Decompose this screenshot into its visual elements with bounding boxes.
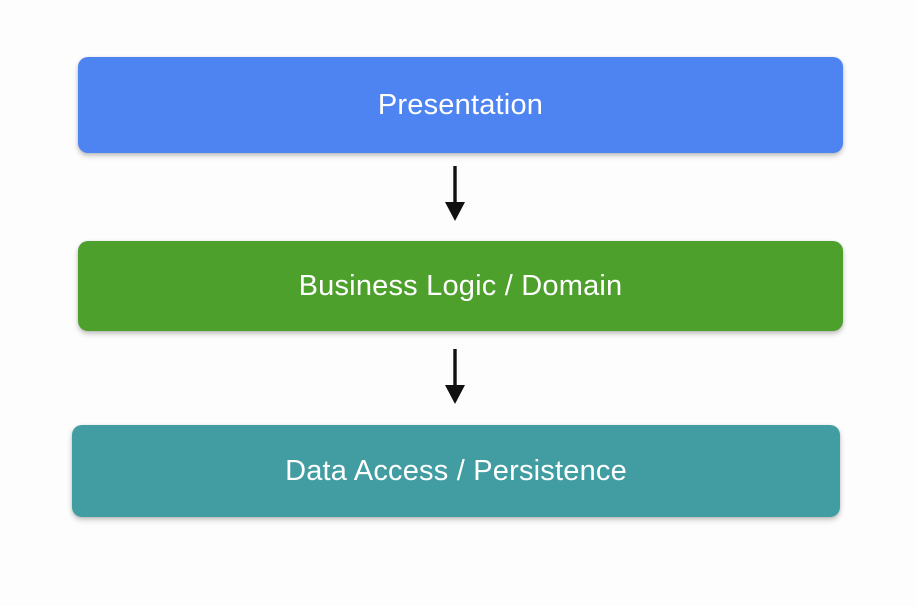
layer-label-presentation: Presentation: [377, 88, 544, 121]
layer-box-presentation[interactable]: Presentation: [78, 57, 843, 153]
layer-box-business-logic[interactable]: Business Logic / Domain: [78, 241, 843, 331]
arrow-presentation-to-business: [425, 163, 485, 225]
arrow-down-icon: [445, 166, 465, 221]
arrow-down-icon: [445, 349, 465, 404]
layer-box-data-access[interactable]: Data Access / Persistence: [72, 425, 840, 517]
layer-label-business-logic: Business Logic / Domain: [298, 269, 623, 302]
arrow-business-to-data: [425, 346, 485, 408]
layer-label-data-access: Data Access / Persistence: [285, 454, 627, 487]
